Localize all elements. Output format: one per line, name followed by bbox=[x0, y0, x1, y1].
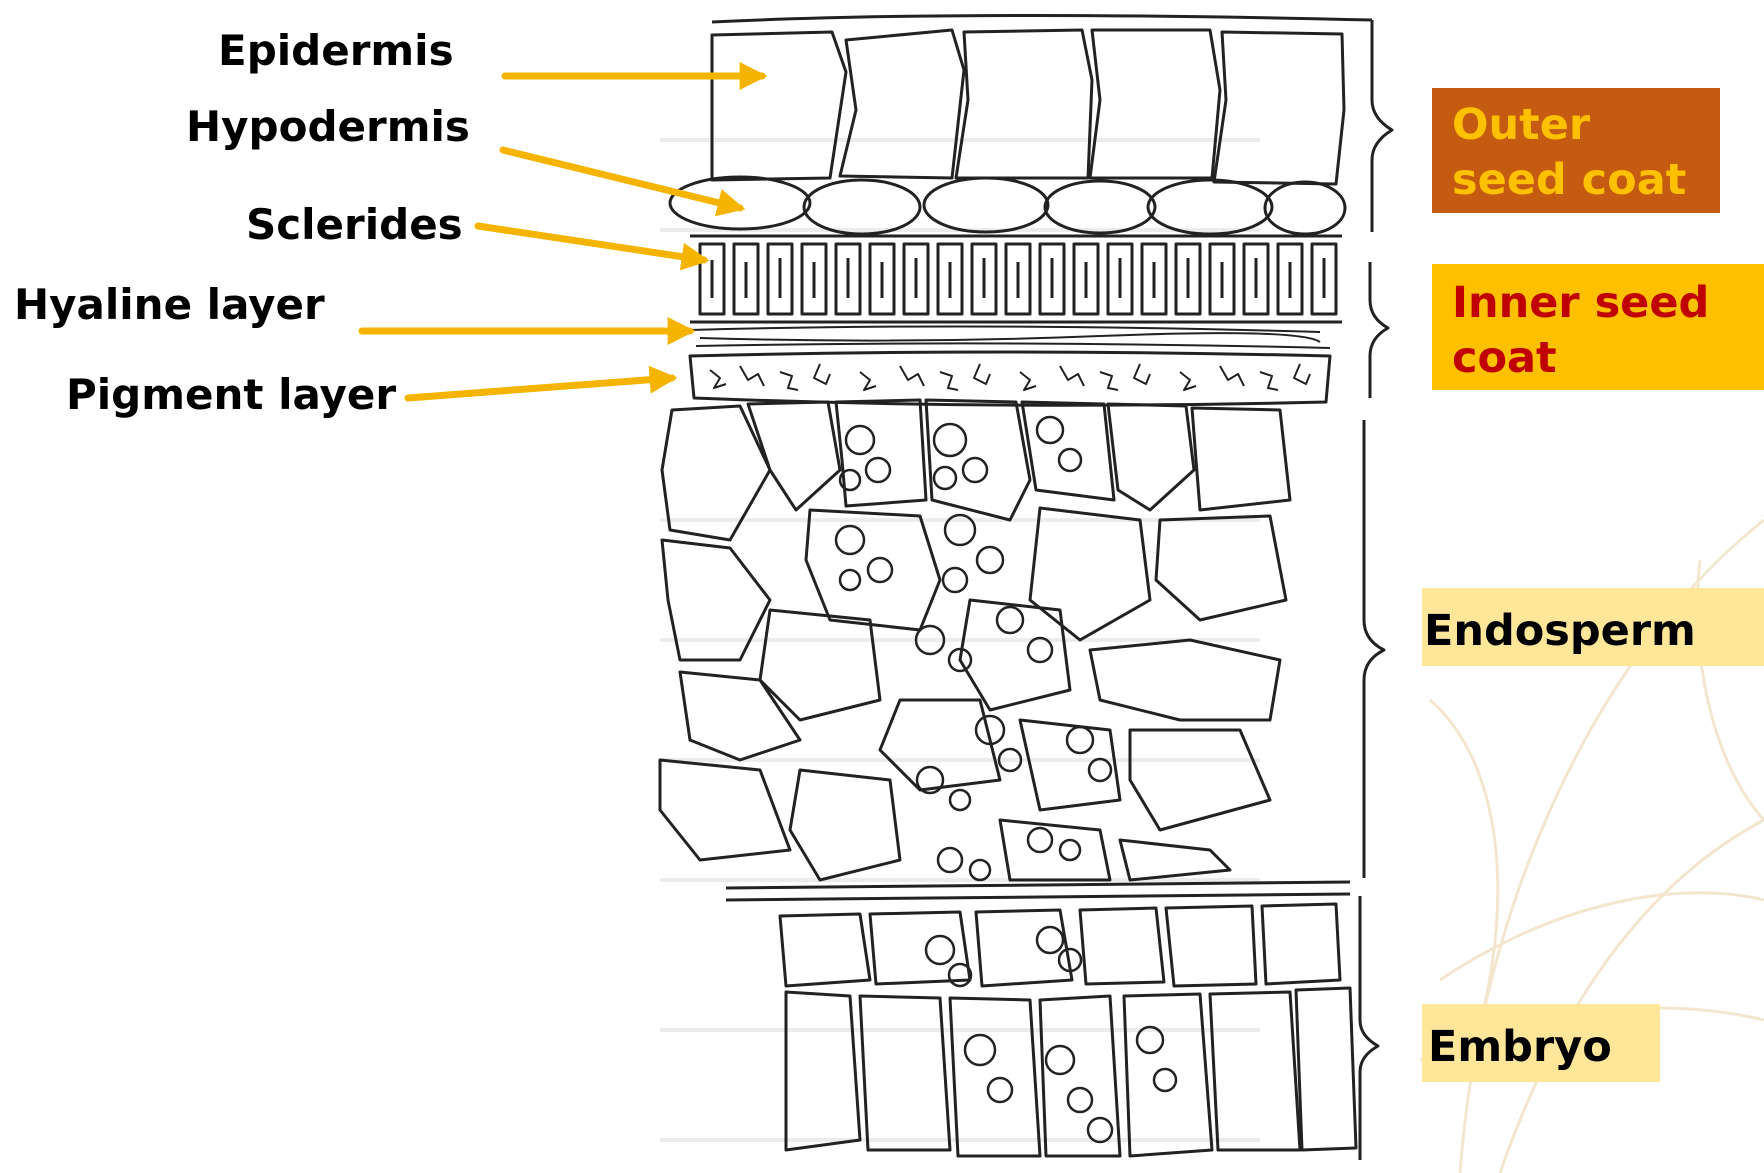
label-hyaline-layer: Hyaline layer bbox=[14, 284, 325, 326]
embryo-cells bbox=[726, 882, 1356, 1156]
endosperm-label: Endosperm bbox=[1424, 604, 1764, 659]
inner-line2: coat bbox=[1452, 331, 1744, 386]
label-sclerides: Sclerides bbox=[246, 204, 463, 246]
inner-line1: Inner seed bbox=[1452, 276, 1744, 331]
label-pigment-layer: Pigment layer bbox=[66, 374, 396, 416]
region-outer-seed-coat: Outer seed coat bbox=[1432, 88, 1720, 213]
hypodermis-cells bbox=[670, 177, 1345, 234]
region-endosperm: Endosperm bbox=[1422, 588, 1764, 666]
region-embryo: Embryo bbox=[1422, 1004, 1660, 1082]
embryo-label: Embryo bbox=[1428, 1020, 1660, 1075]
hyaline-band bbox=[690, 326, 1330, 348]
region-braces bbox=[1360, 20, 1392, 1160]
outer-line1: Outer bbox=[1452, 98, 1700, 153]
pigment-band bbox=[690, 352, 1330, 405]
label-epidermis: Epidermis bbox=[218, 30, 454, 72]
outer-line2: seed coat bbox=[1452, 153, 1700, 208]
sclerides-band bbox=[690, 236, 1342, 322]
epidermis-cells bbox=[712, 30, 1344, 184]
tissue-section bbox=[660, 15, 1392, 1160]
region-inner-seed-coat: Inner seed coat bbox=[1432, 264, 1764, 390]
pigment-arrow bbox=[408, 378, 672, 398]
label-hypodermis: Hypodermis bbox=[186, 106, 470, 148]
